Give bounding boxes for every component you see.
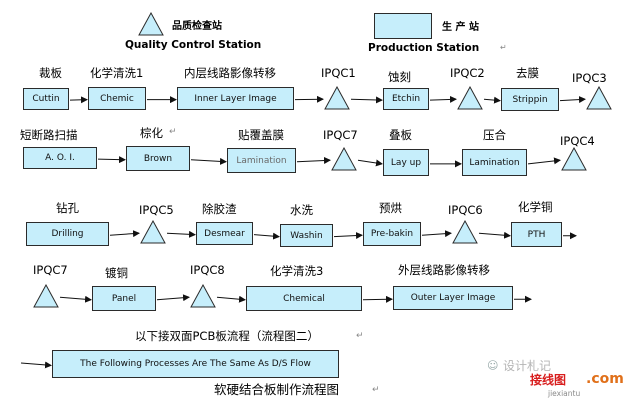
label-lamination-coverlay: 贴覆盖膜 [238,128,284,142]
continuation-note: 以下接双面PCB板流程（流程图二） [135,329,319,343]
label-ipqc4: IPQC4 [560,134,595,148]
process-box-inner-layer-image: Inner Layer Image [177,87,294,110]
flow-arrow-13 [527,157,561,165]
wechat-icon: ☺ [487,359,499,372]
qc-triangle-ipqc7-row2 [331,147,357,171]
legend-production-box [374,13,432,39]
process-box-lamination-coverlay: Lamination [227,148,296,173]
process-box-brown: Brown [126,146,190,171]
process-box-chemical: Chemical [246,286,362,311]
label-inner-layer-image: 内层线路影像转移 [184,66,276,80]
flow-arrow-26 [20,361,52,369]
flow-arrow-19 [478,231,511,239]
process-box-lamination: Lamination [462,149,527,176]
label-ipqc2: IPQC2 [450,66,485,80]
label-pth: 化学铜 [518,200,553,214]
label-outer-layer-image: 外层线路影像转移 [398,263,490,277]
process-box-pth: PTH [511,222,562,247]
flow-arrow-9 [190,157,227,165]
qc-triangle-ipqc6 [452,220,478,244]
flow-arrow-8 [97,156,126,164]
process-box-cuttin: Cuttin [23,88,69,110]
watermark-site-com: .com [586,371,624,387]
process-box-following-processes: The Following Processes Are The Same As … [52,350,339,378]
label-drilling: 钻孔 [56,201,79,215]
process-box-lay-up: Lay up [383,149,429,176]
flow-arrow-6 [483,96,501,104]
label-ipqc3: IPQC3 [572,71,607,85]
legend-prod-label-cn: 生 产 站 [442,22,479,33]
legend-prod-label-suffix: ↵ [500,43,507,52]
flow-arrow-22 [156,294,190,302]
label-strippin: 去膜 [516,66,539,80]
flow-arrow-10 [296,156,331,164]
label-lamination: 压合 [483,128,506,142]
process-box-etchin: Etchin [383,88,429,110]
process-box-outer-layer-image: Outer Layer Image [393,286,513,310]
process-box-desmear: Desmear [196,222,253,245]
qc-triangle-ipqc1 [324,86,350,110]
label-chemic: 化学清洗1 [90,66,144,80]
flow-arrow-7 [559,96,586,104]
label-ipqc6: IPQC6 [448,203,483,217]
qc-triangle-ipqc4 [561,147,587,171]
label-brown: 棕化 [140,126,163,140]
diagram-caption-suffix: ↵ [372,385,380,395]
legend-qc-label-en: Quality Control Station [125,39,262,51]
label-aoi: 短断路扫描 [20,128,78,142]
flow-arrow-5 [429,95,457,103]
label-cuttin: 裁板 [39,66,62,80]
label-pre-bakin: 预烘 [379,201,402,215]
qc-triangle-ipqc3 [586,86,612,110]
qc-triangle-ipqc7-row4 [33,284,59,308]
process-box-washin: Washin [280,224,333,247]
flow-arrow-11 [357,159,383,167]
flow-arrow-18 [421,230,452,238]
legend-qc-triangle [138,12,164,36]
flow-arrow-23 [216,295,246,303]
process-box-strippin: Strippin [501,88,559,111]
label-washin: 水洗 [290,203,313,217]
process-box-pre-bakin: Pre-bakin [363,222,421,246]
label-etchin: 蚀刻 [388,70,411,84]
flow-arrow-4 [350,96,383,104]
diagram-caption: 软硬结合板制作流程图 [214,382,340,397]
qc-triangle-ipqc8 [190,284,216,308]
label-desmear: 除胶渣 [202,202,237,216]
flow-arrow-16 [253,232,280,240]
label-lay-up: 叠板 [389,128,412,142]
label-ipqc7-row2: IPQC7 [323,128,358,142]
watermark-wechat: 设计札记 [503,359,552,373]
legend-qc-label-cn: 品质检查站 [172,21,222,32]
continuation-note-suffix: ↵ [356,331,364,341]
label-chemical: 化学清洗3 [270,264,324,278]
process-box-panel: Panel [92,286,156,311]
process-box-aoi: A. O. I. [23,147,97,169]
label-ipqc1: IPQC1 [321,66,356,80]
qc-triangle-ipqc5 [140,220,166,244]
legend-prod-label-en: Production Station [368,42,480,54]
flow-arrow-14 [109,230,140,238]
watermark-site-url: jiexiantu [548,389,581,398]
label-ipqc7-row4: IPQC7 [33,263,68,277]
label-ipqc5: IPQC5 [139,203,174,217]
flow-arrow-17 [333,232,363,240]
label-panel: 镀铜 [105,266,128,280]
flow-arrow-21 [59,295,92,303]
flow-arrow-15 [166,230,196,238]
process-box-drilling: Drilling [26,222,109,246]
qc-triangle-ipqc2 [457,86,483,110]
process-box-chemic: Chemic [88,87,146,110]
label-brown-suffix: ↵ [169,127,177,137]
watermark-site-cn: 接线图 [530,373,567,387]
flow-arrow-24 [362,295,393,303]
label-ipqc8: IPQC8 [190,263,225,277]
